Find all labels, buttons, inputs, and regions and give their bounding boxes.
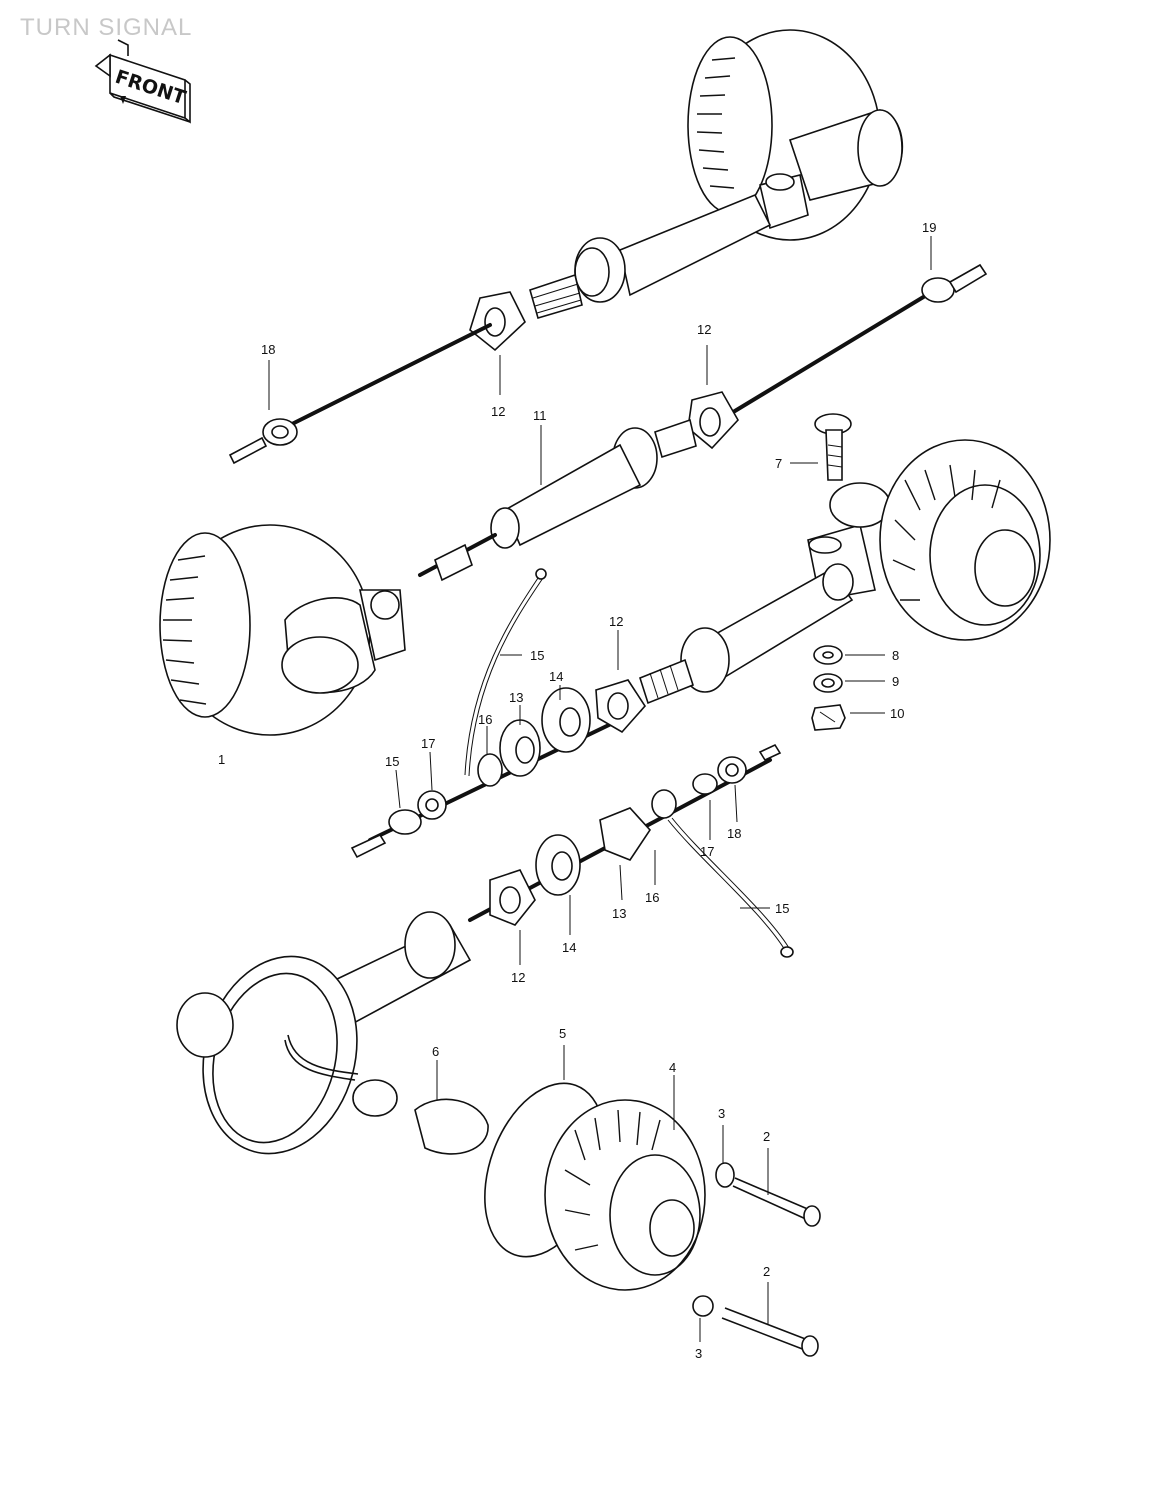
callout-13-upper: 13 [509,690,523,705]
turn-signal-top-right [469,29,904,352]
bolt-7 [814,413,852,481]
callout-1: 1 [218,752,225,767]
callout-18-top-left: 18 [261,342,275,357]
callout-16-lower: 16 [645,890,659,905]
callout-12-mid: 12 [697,322,711,337]
callout-17-upper: 17 [421,736,435,751]
callout-16-upper: 16 [478,712,492,727]
callout-8: 8 [892,648,899,663]
leader-lines [268,236,932,1342]
turn-signal-housing-bottom [176,911,489,1155]
callout-3-upper: 3 [718,1106,725,1121]
callout-17-lower: 17 [700,844,714,859]
callout-18-lower: 18 [727,826,741,841]
middle-grommet-chain [350,568,647,859]
callout-6: 6 [432,1044,439,1059]
callout-10: 10 [890,706,904,721]
callout-3-lower: 3 [695,1346,702,1361]
page-title: TURN SIGNAL [20,14,193,41]
turn-signal-right [639,439,1051,705]
callout-14-lower: 14 [562,940,576,955]
lower-grommet-chain [468,743,794,958]
callout-4: 4 [669,1060,676,1075]
callout-9: 9 [892,674,899,689]
callout-15-left: 15 [385,754,399,769]
callout-14-upper: 14 [549,669,563,684]
callout-11: 11 [533,408,547,423]
callout-12-top: 12 [491,404,505,419]
callout-2-lower: 2 [763,1264,770,1279]
terminal-top-left [228,436,268,465]
callout-15-upper: 15 [530,648,544,663]
stalk-11-assembly [418,263,988,582]
callout-13-lower: 13 [612,906,626,921]
callout-12-lower: 12 [511,970,525,985]
front-direction-badge: FRONT [94,39,191,124]
wire-cable-top-left [278,323,492,432]
screws-and-washers [692,1162,821,1357]
callout-5: 5 [559,1026,566,1041]
turn-signal-left [159,524,406,736]
callout-2-upper: 2 [763,1129,770,1144]
callout-7: 7 [775,456,782,471]
callout-12-right: 12 [609,614,623,629]
lens-and-gasket [484,1082,706,1291]
callout-15-lower: 15 [775,901,789,916]
callout-19: 19 [922,220,936,235]
hardware-8-9-10 [811,645,846,731]
